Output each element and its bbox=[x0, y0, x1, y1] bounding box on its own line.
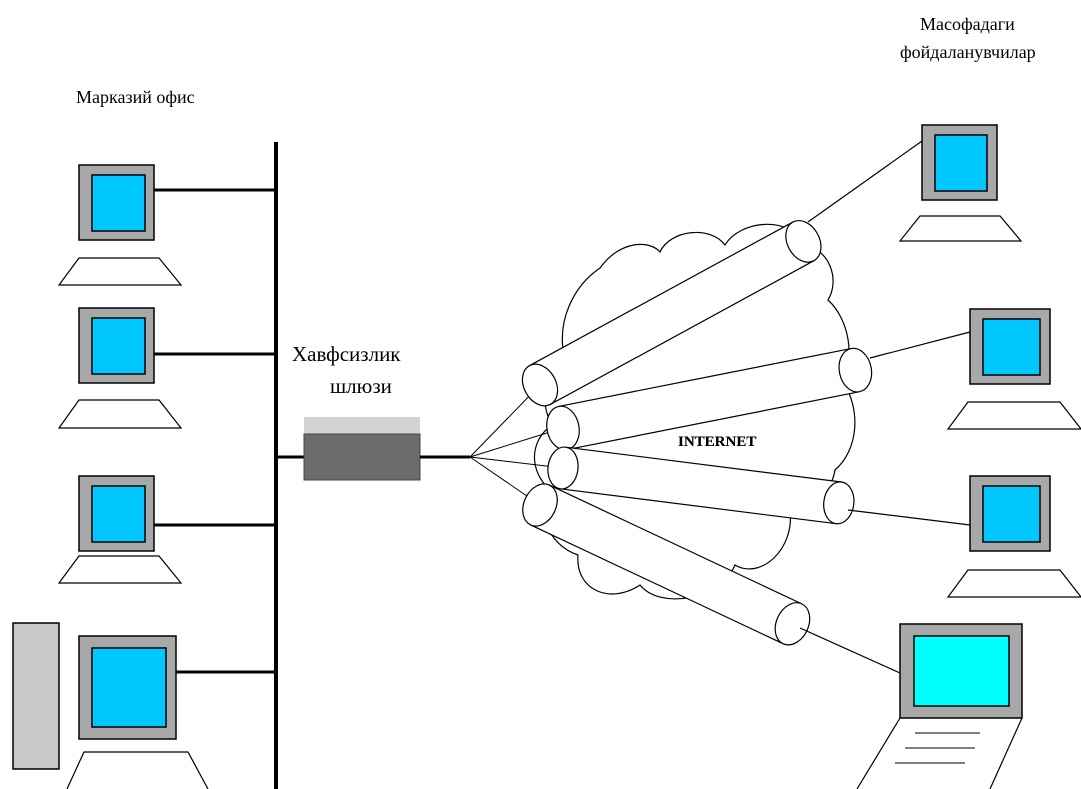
remote-pc-1 bbox=[807, 124, 1023, 242]
keyboard bbox=[946, 401, 1081, 430]
gateway-body bbox=[303, 433, 421, 481]
remote-users-label-line2: фойдаланувчилар bbox=[900, 42, 1036, 62]
laptop-base bbox=[856, 717, 901, 789]
office-workstation-2 bbox=[57, 307, 276, 429]
monitor-screen bbox=[934, 134, 988, 192]
office-workstation-3 bbox=[57, 475, 276, 584]
keyboard bbox=[57, 555, 183, 584]
keyboard bbox=[946, 569, 1081, 598]
monitor-screen bbox=[982, 485, 1041, 543]
remote-laptop bbox=[799, 623, 1023, 789]
monitor-screen bbox=[91, 317, 146, 375]
monitor-screen bbox=[91, 647, 167, 728]
vpn-tunnel-1 bbox=[521, 220, 822, 407]
keyboard bbox=[898, 215, 1023, 242]
central-office-label: Марказий офис bbox=[76, 87, 195, 107]
security-gateway: Хавфсизлик шлюзи bbox=[276, 342, 470, 481]
keyboard bbox=[57, 399, 183, 429]
gateway-label-line2: шлюзи bbox=[330, 374, 392, 398]
laptop-screen bbox=[913, 635, 1010, 707]
tunnel-link bbox=[847, 509, 971, 526]
tunnel-link bbox=[799, 627, 901, 674]
tower-case bbox=[12, 622, 60, 770]
monitor-screen bbox=[91, 174, 146, 232]
keyboard bbox=[57, 257, 183, 286]
remote-users-label-line1: Масофадаги bbox=[920, 14, 1015, 34]
vpn-tunnel-3 bbox=[547, 446, 855, 525]
tunnel-link bbox=[869, 331, 971, 359]
internet-label: INTERNET bbox=[678, 434, 756, 450]
tunnel-link bbox=[807, 140, 923, 223]
central-office: Марказий офис bbox=[12, 87, 278, 789]
gateway-label-line1: Хавфсизлик bbox=[292, 342, 401, 366]
internet-label-overlay: INTERNET bbox=[678, 434, 756, 450]
remote-users: Масофадаги фойдаланувчилар bbox=[799, 14, 1081, 789]
monitor-screen bbox=[91, 485, 146, 543]
keyboard bbox=[66, 751, 209, 789]
remote-pc-2 bbox=[869, 308, 1081, 430]
gateway-top bbox=[304, 417, 420, 434]
office-workstation-4 bbox=[12, 622, 276, 789]
monitor-screen bbox=[982, 318, 1041, 376]
remote-pc-3 bbox=[847, 475, 1081, 598]
vpn-tunnel-4 bbox=[522, 483, 811, 646]
laptop-base-right bbox=[989, 717, 1023, 789]
office-workstation-1 bbox=[57, 164, 276, 286]
